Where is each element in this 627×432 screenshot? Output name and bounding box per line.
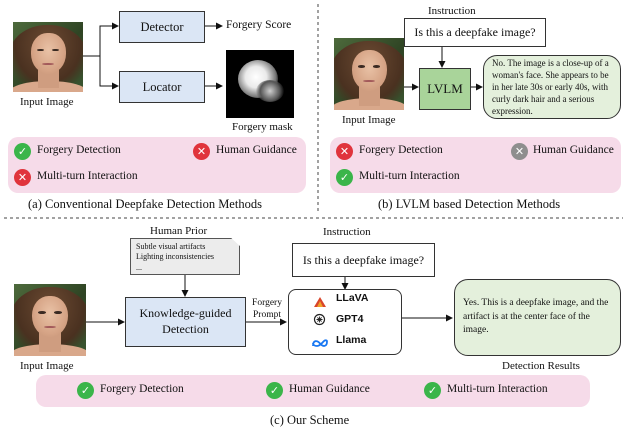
llava-icon bbox=[314, 294, 326, 307]
capability-label: Forgery Detection bbox=[100, 383, 184, 395]
cross-icon: ✕ bbox=[336, 143, 353, 160]
capability-label: Human Guidance bbox=[289, 383, 370, 395]
detection-response-c: Yes. This is a deepfake image, and the a… bbox=[454, 279, 621, 356]
human-prior-label: Human Prior bbox=[150, 225, 208, 237]
capability-label: Human Guidance bbox=[216, 144, 297, 156]
cross-icon: ✕ bbox=[193, 143, 210, 160]
checkmark-icon: ✓ bbox=[424, 382, 441, 399]
input-image-c bbox=[14, 284, 86, 356]
capability-label: Multi-turn Interaction bbox=[37, 170, 138, 182]
input-image-label-a: Input Image bbox=[20, 96, 74, 108]
neutral-cross-icon: ✕ bbox=[511, 143, 528, 160]
caption-c: (c) Our Scheme bbox=[270, 413, 350, 427]
forgery-score-label: Forgery Score bbox=[226, 19, 292, 31]
capability-label: Forgery Detection bbox=[359, 144, 443, 156]
question-box-c: Is this a deepfake image? bbox=[292, 243, 435, 277]
prior-line: ... bbox=[136, 262, 142, 272]
capability-label: Multi-turn Interaction bbox=[447, 383, 548, 395]
input-image-label-c: Input Image bbox=[20, 360, 74, 372]
lvlm-response-b: No. The image is a close-up of a woman's… bbox=[483, 55, 621, 119]
input-image-b bbox=[334, 38, 404, 110]
instruction-label-b: Instruction bbox=[428, 5, 476, 17]
instruction-label-c: Instruction bbox=[323, 226, 371, 238]
prior-line: Lighting inconsistencies bbox=[136, 252, 214, 262]
llama-icon bbox=[312, 335, 328, 347]
model-name: Llama bbox=[336, 334, 367, 346]
capability-panel-c bbox=[36, 375, 590, 407]
input-image-a bbox=[13, 22, 83, 92]
input-image-label-b: Input Image bbox=[342, 114, 396, 126]
capability-label: Forgery Detection bbox=[37, 144, 121, 156]
model-name: GPT4 bbox=[336, 313, 364, 325]
locator-box: Locator bbox=[119, 71, 205, 103]
lvlm-models-box bbox=[288, 289, 402, 355]
checkmark-icon: ✓ bbox=[14, 143, 31, 160]
checkmark-icon: ✓ bbox=[266, 382, 283, 399]
knowledge-guided-detection-box: Knowledge-guided Detection bbox=[125, 297, 246, 347]
gpt4-icon bbox=[313, 313, 326, 326]
forgery-mask-image bbox=[226, 50, 294, 118]
capability-label: Multi-turn Interaction bbox=[359, 170, 460, 182]
question-box-b: Is this a deepfake image? bbox=[404, 18, 546, 47]
checkmark-icon: ✓ bbox=[336, 169, 353, 186]
capability-panel-b bbox=[330, 137, 621, 193]
human-prior-note: Subtle visual artifacts Lighting inconsi… bbox=[130, 238, 240, 275]
caption-b: (b) LVLM based Detection Methods bbox=[378, 197, 561, 211]
lvlm-box: LVLM bbox=[419, 68, 471, 110]
forgery-mask-label: Forgery mask bbox=[232, 121, 293, 133]
cross-icon: ✕ bbox=[14, 169, 31, 186]
prior-line: Subtle visual artifacts bbox=[136, 242, 206, 251]
forgery-prompt-label: Forgery Prompt bbox=[252, 298, 282, 320]
detection-results-label: Detection Results bbox=[502, 360, 580, 372]
caption-a: (a) Conventional Deepfake Detection Meth… bbox=[28, 197, 262, 211]
capability-label: Human Guidance bbox=[533, 144, 614, 156]
checkmark-icon: ✓ bbox=[77, 382, 94, 399]
model-name: LLaVA bbox=[336, 292, 369, 304]
capability-panel-a bbox=[8, 137, 306, 193]
detector-box: Detector bbox=[119, 11, 205, 43]
